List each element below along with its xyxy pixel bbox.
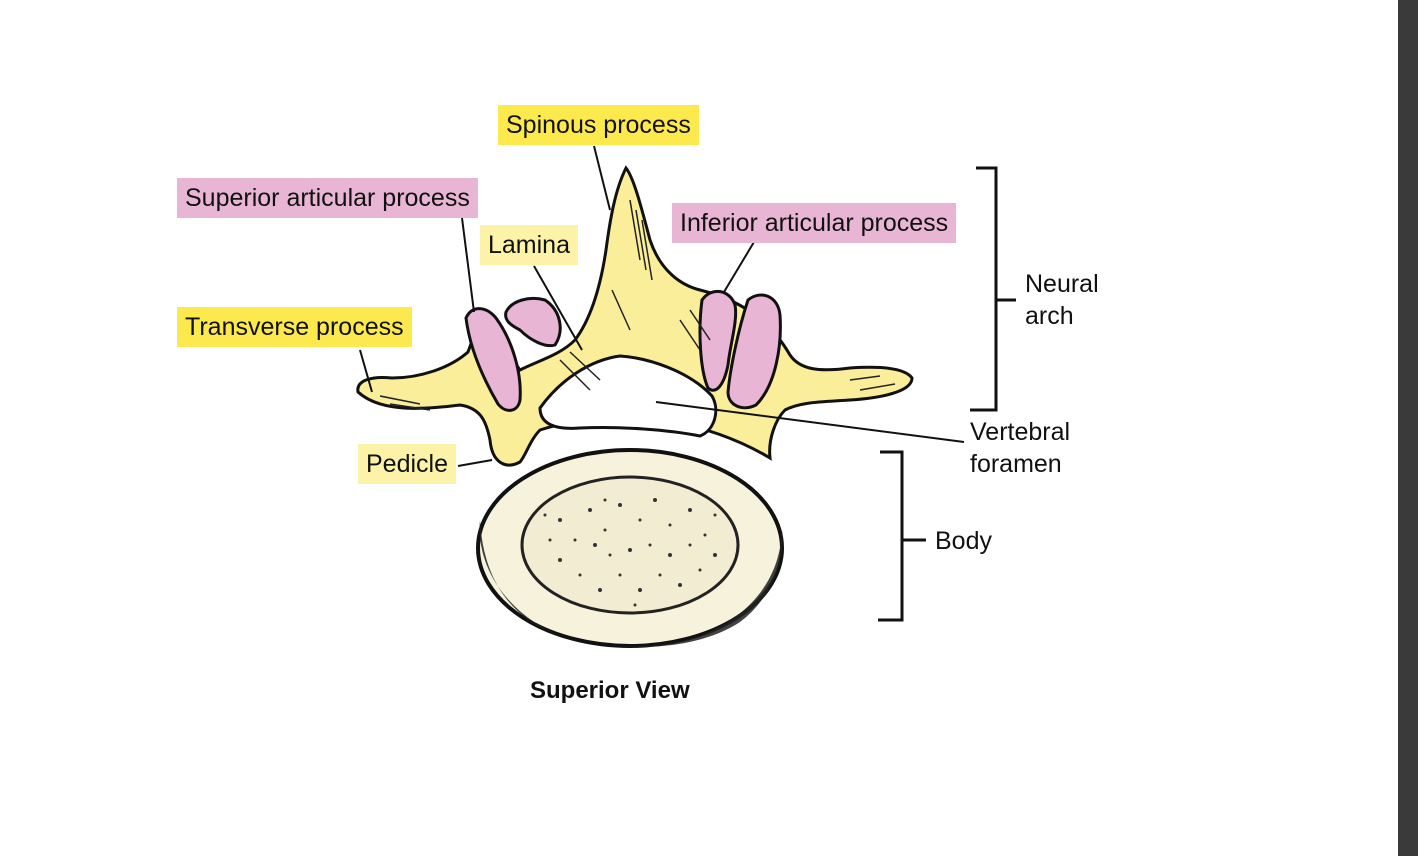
inferior-articular-inner-shape xyxy=(698,289,738,392)
superior-articular-upper-shape xyxy=(504,297,562,348)
body-bracket xyxy=(878,450,926,622)
leader-transverse xyxy=(359,349,373,393)
inferior-articular-process-label: Inferior articular process xyxy=(672,203,957,243)
superior-articular-left-shape xyxy=(464,307,522,412)
figure-caption: Superior View xyxy=(530,677,690,704)
cancellous-bone-texture xyxy=(543,498,717,607)
leader-pedicle xyxy=(457,459,493,467)
transverse-process-label: Transverse process xyxy=(177,307,412,347)
vertebral-foramen-label-line1: Vertebral xyxy=(970,418,1071,446)
vertebral-foramen-label-line2: foramen xyxy=(970,450,1062,478)
scrollbar[interactable] xyxy=(1398,0,1418,856)
pedicle-label: Pedicle xyxy=(358,444,456,484)
inferior-articular-outer-shape xyxy=(726,293,782,410)
leader-superior-articular xyxy=(461,217,475,313)
superior-articular-process-label: Superior articular process xyxy=(177,178,478,218)
spinous-process-label: Spinous process xyxy=(498,105,699,145)
neural-arch-bracket xyxy=(970,166,1016,412)
neural-arch-label-line2: arch xyxy=(1025,302,1074,330)
vertebral-body-inner xyxy=(520,475,740,615)
neural-arch-label: Neural arch xyxy=(1025,268,1099,332)
leader-inferior-articular xyxy=(723,241,755,293)
lamina-label: Lamina xyxy=(480,225,578,265)
vertebral-foramen-label: Vertebral foramen xyxy=(970,416,1070,480)
leader-vertebral-foramen xyxy=(655,401,965,443)
leader-spinous xyxy=(593,145,611,211)
leader-lamina xyxy=(533,265,583,351)
bone-hatching xyxy=(379,199,896,411)
body-label: Body xyxy=(935,527,992,555)
neural-arch-label-line1: Neural xyxy=(1025,270,1099,298)
